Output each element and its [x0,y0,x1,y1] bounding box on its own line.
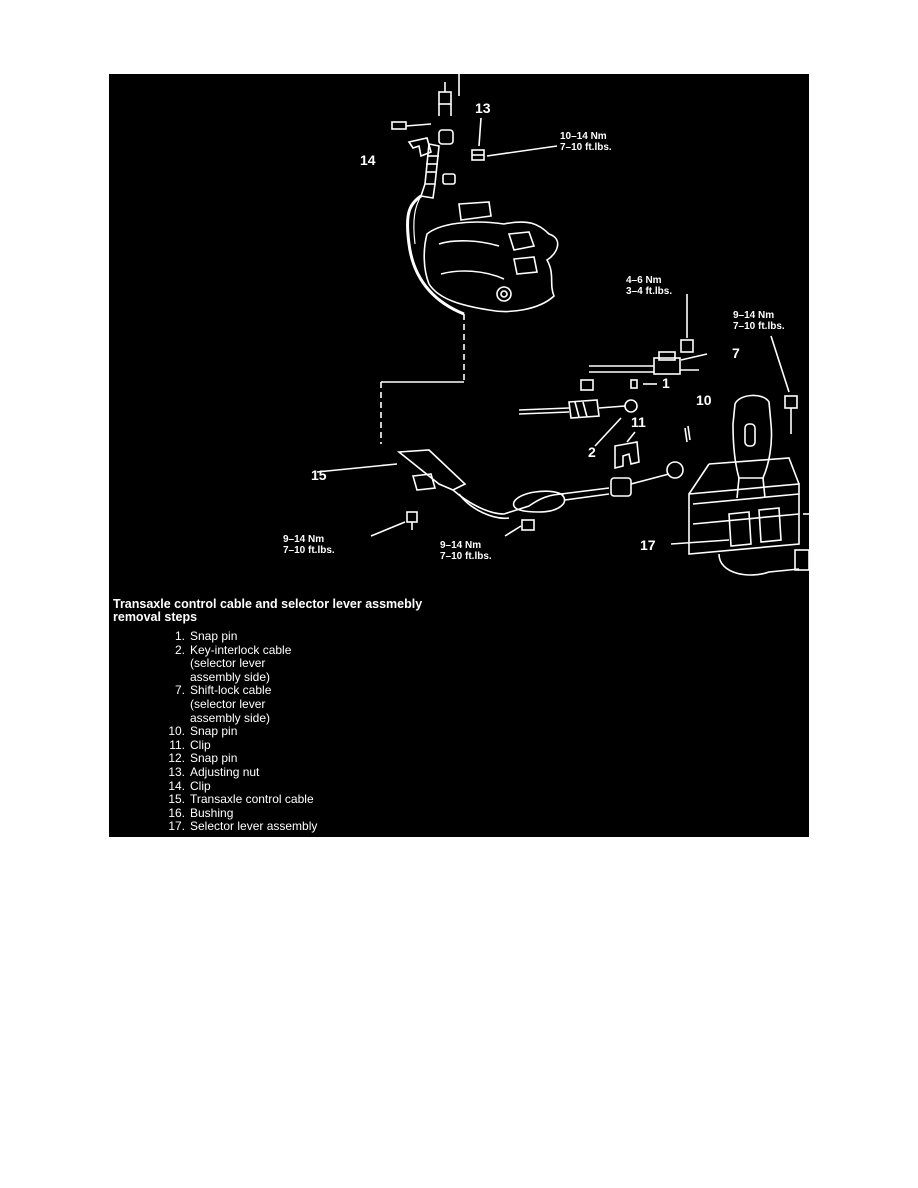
step-text: Snap pin [190,724,238,739]
exploded-diagram: 13 14 7 1 10 11 2 15 17 10–14 Nm 7–10 ft… [109,74,809,837]
torque-nm: 10–14 Nm [560,131,607,142]
torque-nm: 9–14 Nm [733,310,775,321]
leader-15 [316,463,398,473]
step-number: 11. [169,737,185,752]
small-pin-left [391,121,432,130]
removal-steps-title: Transaxle control cable and selector lev… [113,597,423,624]
callout-2: 2 [588,444,596,460]
list-item: 13. Adjusting nut [167,764,317,780]
leader-torque-top [486,145,558,157]
torque-nm: 9–14 Nm [440,540,482,551]
step-text: Adjusting nut [190,764,260,779]
diagram-artwork [316,74,809,576]
list-item: 15. Transaxle control cable [167,793,317,807]
step-text: Snap pin [190,629,238,643]
clip-11 [614,441,640,470]
step-text: Shift-lock cable (selector lever assembl… [190,683,272,725]
callout-15: 15 [311,467,327,483]
snap-pin-10 [684,425,691,443]
bushing-top [438,129,456,185]
torque-spec-mid: 4–6 Nm 3–4 ft.lbs. [626,275,672,297]
adjusting-nut-13 [471,149,485,161]
removal-steps-list: 1. Snap pin 2. Key-interlock cable (select… [167,629,317,834]
step-text: Transaxle control cable [190,792,314,807]
torque-spec-bottom-center: 9–14 Nm 7–10 ft.lbs. [440,540,492,562]
callout-1: 1 [662,375,670,391]
snap-pin-1 [630,379,657,389]
list-item: 16. Bushing [167,805,317,821]
torque-ftlbs: 7–10 ft.lbs. [440,551,492,562]
callout-13: 13 [475,100,491,116]
selector-lever-assembly-17 [688,457,809,576]
callout-14: 14 [360,152,376,168]
nut-4-6 [680,294,694,353]
torque-spec-bottom-left: 9–14 Nm 7–10 ft.lbs. [283,534,335,556]
leader-7 [680,353,708,361]
leader-13 [478,117,482,147]
torque-nm: 9–14 Nm [283,534,325,545]
list-item: 12. Snap pin [167,752,317,766]
list-item: 10. Snap pin [167,725,317,739]
torque-ftlbs: 3–4 ft.lbs. [626,286,673,297]
bolt-bottom-left [370,511,418,537]
bolt-bottom-center [504,519,535,537]
list-item: 7. Shift-lock cable (selector lever assem… [167,684,317,725]
torque-ftlbs: 7–10 ft.lbs. [283,545,335,556]
bolt-right [770,335,798,434]
step-number: 10. [168,724,185,739]
step-text: Key-interlock cable (selector lever asse… [190,642,292,684]
torque-spec-top: 10–14 Nm 7–10 ft.lbs. [560,131,612,153]
clip-14 [407,137,432,158]
mount-bracket [458,201,492,221]
cable-end-top [419,143,440,199]
step-number: 13. [168,764,185,779]
leader-11 [626,431,636,443]
step-text: Selector lever assembly [190,819,318,834]
list-item: 14. Clip [167,778,317,794]
torque-nm: 4–6 Nm [626,275,662,286]
step-number: 16. [168,805,185,820]
callout-17: 17 [640,537,656,553]
step-text: Clip [190,737,211,752]
list-item: 1. Snap pin [167,629,317,644]
step-number: 1. [174,629,185,643]
step-number: 15. [168,792,185,807]
torque-spec-right: 9–14 Nm 7–10 ft.lbs. [733,310,785,332]
linkage-bolt-top [438,82,452,116]
callout-10: 10 [696,392,712,408]
leader-17 [670,539,730,545]
transaxle-housing [423,221,559,313]
step-text: Clip [190,778,211,793]
key-interlock-cable-2 [518,379,638,419]
step-number: 12. [168,751,185,766]
step-text: Bushing [190,805,234,820]
callout-11: 11 [631,414,646,430]
torque-ftlbs: 7–10 ft.lbs. [560,142,612,153]
leader-2 [594,417,622,447]
list-item: 2. Key-interlock cable (selector lever as… [167,642,317,685]
step-number: 7. [174,683,185,698]
step-number: 17. [168,819,185,834]
list-item: 11. Clip [167,737,317,753]
cable-upper-run [406,194,465,316]
step-text: Snap pin [190,751,238,766]
transaxle-control-cable-15 [396,449,684,519]
shift-lock-cable-7 [589,351,699,375]
callout-7: 7 [732,345,740,361]
torque-ftlbs: 7–10 ft.lbs. [733,321,785,332]
list-item: 17. Selector lever assembly [167,820,317,834]
step-number: 2. [174,642,185,657]
step-number: 14. [168,778,185,793]
selector-knob [732,394,773,499]
